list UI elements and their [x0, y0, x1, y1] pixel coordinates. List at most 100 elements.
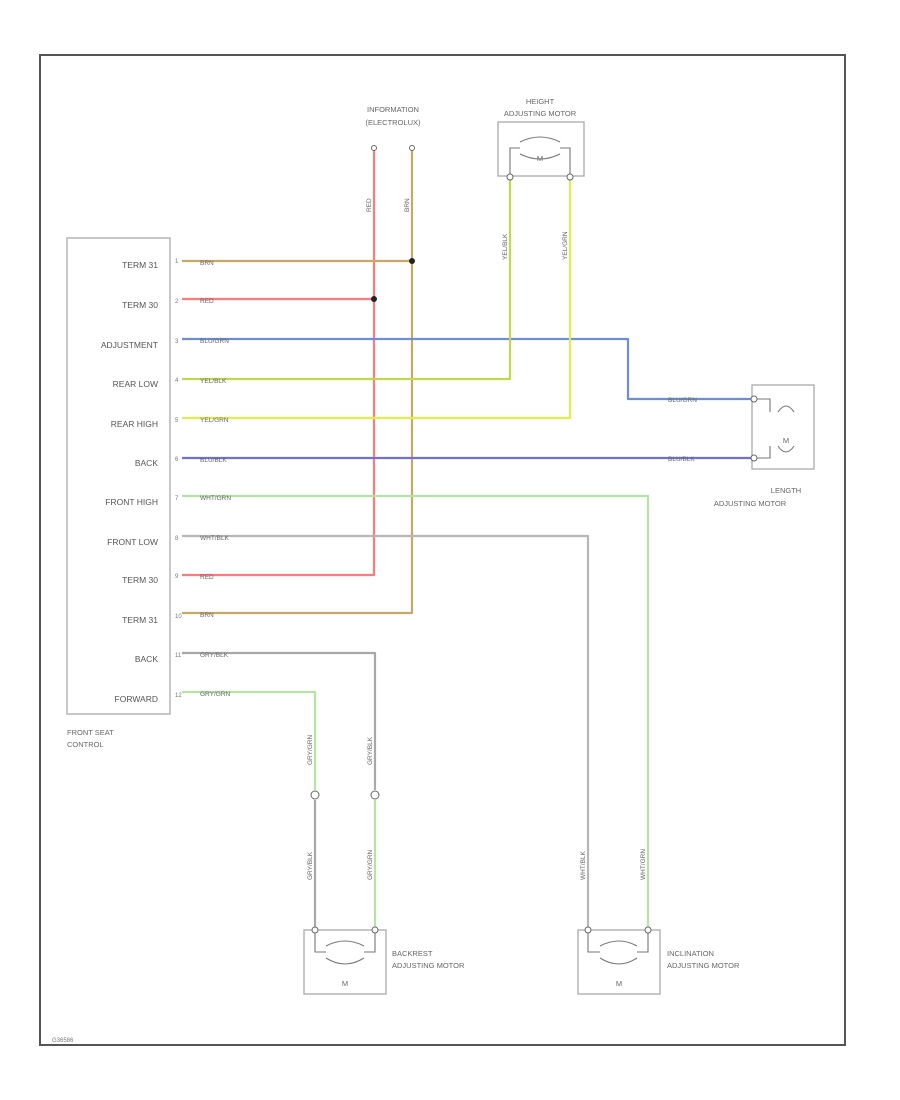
pin2-wire-label: RED — [200, 298, 214, 305]
info-brn-label: BRN — [404, 198, 411, 212]
pin-number-8: 8 — [175, 536, 179, 542]
pin3-wire-label: BLU/GRN — [200, 338, 229, 345]
pin-number-10: 10 — [175, 614, 182, 620]
wires — [182, 150, 754, 930]
length-motor-terminal-top — [750, 395, 758, 403]
pin12-wire-label: GRY/GRN — [200, 691, 231, 698]
pin-number-12: 12 — [175, 693, 182, 699]
pin-number-3: 3 — [175, 339, 179, 345]
pin-label-8: FRONT LOW — [107, 537, 158, 547]
height-right-wire-label: YEL/GRN — [562, 231, 569, 260]
pin-number-11: 11 — [175, 653, 182, 659]
wire-pin8-wht-blk — [182, 534, 590, 930]
backrest-motor-symbol — [325, 940, 365, 965]
wire-pin3-blu-grn — [182, 337, 754, 401]
height-motor-terminal-left — [506, 173, 514, 181]
pin-label-7: FRONT HIGH — [105, 497, 158, 507]
backrest-right-lower-label: GRY/GRN — [367, 849, 374, 880]
inclination-motor-terminal-right — [644, 926, 652, 934]
pin-label-3: ADJUSTMENT — [101, 340, 158, 350]
pin1-wire-label: BRN — [200, 260, 214, 267]
pin-label-12: FORWARD — [115, 694, 158, 704]
backrest-motor-m: M — [342, 979, 348, 988]
info-red-label: RED — [366, 198, 373, 212]
pin-number-6: 6 — [175, 457, 179, 463]
length-motor-label-2: ADJUSTING MOTOR — [714, 499, 787, 508]
pin-number-7: 7 — [175, 496, 179, 502]
pin8-wire-label: WHT/BLK — [200, 535, 230, 542]
inclination-right-wire-label: WHT/GRN — [640, 849, 647, 880]
inline-connector-left — [310, 790, 320, 800]
pin-number-9: 9 — [175, 574, 179, 580]
length-motor-symbol — [777, 405, 795, 453]
length-motor-box — [751, 384, 815, 470]
length-motor-terminal-bottom — [750, 454, 758, 462]
height-motor-label-2: ADJUSTING MOTOR — [504, 109, 577, 118]
length-motor-label-1: LENGTH — [771, 486, 801, 495]
height-left-wire-label: YEL/BLK — [502, 233, 509, 260]
inclination-motor-m: M — [616, 979, 622, 988]
inclination-motor-label-2: ADJUSTING MOTOR — [667, 961, 740, 970]
backrest-motor-terminal-left — [311, 926, 319, 934]
pin-label-11: BACK — [135, 654, 158, 664]
front-seat-control-label-1: FRONT SEAT — [67, 728, 114, 737]
pin-label-1: TERM 31 — [122, 260, 158, 270]
pin4-wire-label: YEL/BLK — [200, 378, 227, 385]
backrest-motor-label-1: BACKREST — [392, 949, 433, 958]
wire-pin11-gry-blk — [182, 651, 377, 790]
length-motor-leads — [754, 398, 771, 459]
diagram-frame — [39, 54, 846, 1046]
wire-info-red — [182, 150, 376, 577]
wire-labels: BRN RED BLU/GRN YEL/BLK YEL/GRN BLU/BLK … — [200, 198, 697, 880]
inclination-motor-label-1: INCLINATION — [667, 949, 714, 958]
pin5-wire-label: YEL/GRN — [200, 417, 229, 424]
splice-red — [371, 296, 377, 302]
wire-pin5-yel-grn — [182, 177, 572, 420]
height-motor-symbol — [519, 136, 561, 160]
height-motor-terminal-right — [566, 173, 574, 181]
info-terminal-brn — [409, 145, 415, 151]
pin-number-5: 5 — [175, 418, 179, 424]
height-motor-label-1: HEIGHT — [526, 97, 555, 106]
height-motor-box — [497, 121, 585, 177]
length-top-wire-label: BLU/GRN — [668, 397, 697, 404]
splice-brn — [409, 258, 415, 264]
diagram-code: G36586 — [52, 1038, 74, 1044]
pin11-wire-label: GRY/BLK — [200, 652, 229, 659]
pin-label-2: TERM 30 — [122, 300, 158, 310]
pin-label-9: TERM 30 — [122, 575, 158, 585]
front-seat-control-box — [66, 237, 171, 715]
wire-pin4-yel-blk — [182, 177, 512, 381]
pin-label-4: REAR LOW — [113, 379, 158, 389]
wire-info-brn — [182, 150, 414, 615]
length-bottom-wire-label: BLU/BLK — [668, 456, 695, 463]
inclination-motor-leads — [587, 932, 649, 953]
pin10-wire-label: BRN — [200, 612, 214, 619]
information-label-1: INFORMATION — [367, 105, 419, 114]
backrest-right-upper-label: GRY/BLK — [367, 736, 374, 765]
inclination-motor-terminal-left — [584, 926, 592, 934]
backrest-left-upper-label: GRY/GRN — [307, 734, 314, 765]
backrest-left-lower-label: GRY/BLK — [307, 851, 314, 880]
inclination-left-wire-label: WHT/BLK — [580, 850, 587, 880]
pin-number-4: 4 — [175, 378, 179, 384]
pin-label-6: BACK — [135, 458, 158, 468]
front-seat-control-label-2: CONTROL — [67, 740, 104, 749]
pin9-wire-label: RED — [200, 574, 214, 581]
info-terminal-red — [371, 145, 377, 151]
height-motor-leads — [509, 147, 571, 176]
length-motor-m: M — [783, 436, 789, 445]
backrest-motor-terminal-right — [371, 926, 379, 934]
backrest-motor-leads — [314, 932, 376, 953]
pin6-wire-label: BLU/BLK — [200, 457, 227, 464]
pin7-wire-label: WHT/GRN — [200, 495, 231, 502]
backrest-motor-label-2: ADJUSTING MOTOR — [392, 961, 465, 970]
inclination-motor-symbol — [599, 940, 638, 965]
pin-label-5: REAR HIGH — [111, 419, 158, 429]
pin-number-2: 2 — [175, 299, 179, 305]
wire-pin12-gry-grn — [182, 690, 317, 790]
pin-number-1: 1 — [175, 259, 179, 265]
pin-label-10: TERM 31 — [122, 615, 158, 625]
